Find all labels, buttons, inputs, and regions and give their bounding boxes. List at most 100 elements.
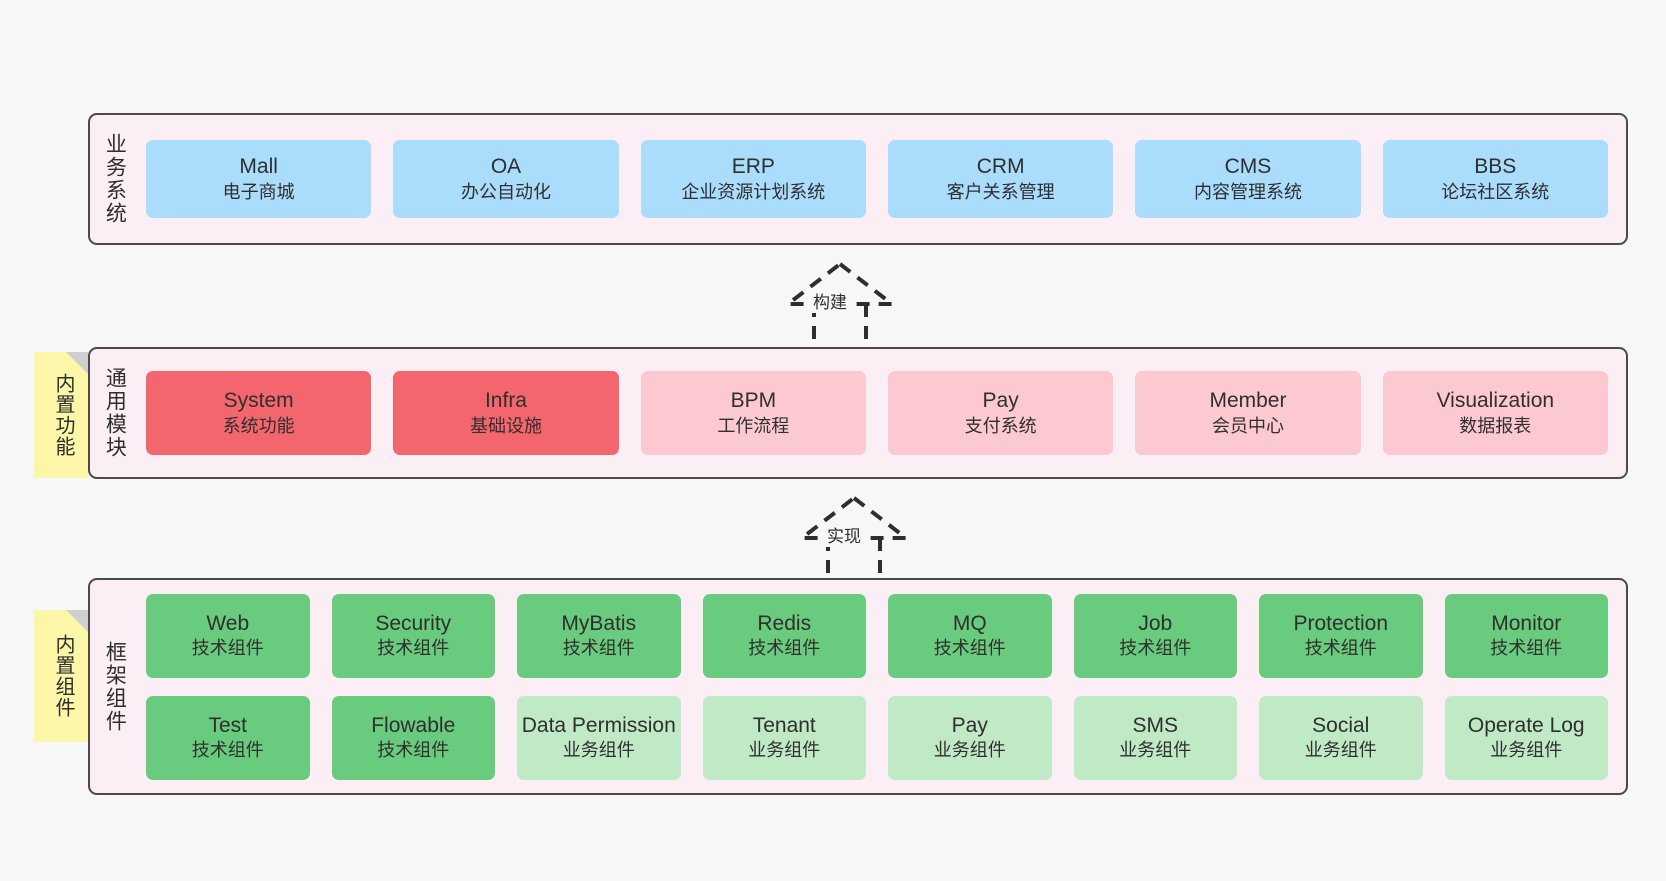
node-title: Data Permission (521, 713, 676, 737)
node-subtitle: 业务组件 (933, 740, 1006, 761)
node-redis[interactable]: Redis 技术组件 (702, 593, 866, 678)
node-title: SMS (1132, 713, 1178, 737)
node-title: Flowable (371, 713, 456, 737)
node-subtitle: 业务组件 (748, 740, 821, 761)
layer-body-business-systems: Mall 电子商城 OA 办公自动化 ERP 企业资源计划系统 CRM 客户关系… (138, 115, 1626, 243)
node-subtitle: 内容管理系统 (1193, 181, 1302, 202)
node-monitor[interactable]: Monitor 技术组件 (1444, 593, 1608, 678)
node-bpm[interactable]: BPM 工作流程 (640, 371, 866, 455)
node-title: Pay (982, 389, 1019, 413)
node-title: Monitor (1491, 611, 1562, 635)
layer-general-modules: 通用模块 System 系统功能 Infra 基础设施 BPM 工作流程 Pay… (88, 347, 1628, 479)
layer-framework-components: 框架组件 Web 技术组件 Security 技术组件 MyBatis 技术组件… (88, 578, 1628, 795)
node-security[interactable]: Security 技术组件 (331, 593, 495, 678)
node-subtitle: 办公自动化 (460, 181, 551, 202)
node-title: Security (375, 611, 452, 635)
sticky-note-label: 内置组件 (52, 634, 74, 718)
node-subtitle: 业务组件 (1490, 740, 1563, 761)
node-mall[interactable]: Mall 电子商城 (146, 140, 372, 218)
node-subtitle: 会员中心 (1211, 415, 1284, 436)
node-title: Social (1312, 713, 1370, 737)
connector-build: 构建 (752, 258, 912, 350)
node-subtitle: 数据报表 (1459, 415, 1532, 436)
layer-label-business-systems: 业务系统 (103, 133, 127, 225)
node-title: Job (1138, 611, 1173, 635)
node-subtitle: 工作流程 (717, 415, 790, 436)
node-sms[interactable]: SMS 业务组件 (1073, 695, 1237, 780)
node-operate-log[interactable]: Operate Log 业务组件 (1444, 695, 1608, 780)
node-protection[interactable]: Protection 技术组件 (1259, 593, 1423, 678)
node-title: Test (208, 713, 247, 737)
node-cms[interactable]: CMS 内容管理系统 (1135, 140, 1361, 218)
node-row: System 系统功能 Infra 基础设施 BPM 工作流程 Pay 支付系统… (146, 371, 1608, 455)
sticky-note-builtin-components: 内置组件 (34, 610, 88, 742)
layer-body-framework-components: Web 技术组件 Security 技术组件 MyBatis 技术组件 Redi… (138, 580, 1626, 793)
node-title: CRM (976, 155, 1025, 179)
node-title: Operate Log (1467, 713, 1585, 737)
node-job[interactable]: Job 技术组件 (1073, 593, 1237, 678)
node-flowable[interactable]: Flowable 技术组件 (331, 695, 495, 780)
node-subtitle: 支付系统 (964, 415, 1037, 436)
node-mq[interactable]: MQ 技术组件 (888, 593, 1052, 678)
node-subtitle: 技术组件 (562, 638, 635, 659)
layer-body-general-modules: System 系统功能 Infra 基础设施 BPM 工作流程 Pay 支付系统… (138, 349, 1626, 477)
node-subtitle: 技术组件 (1490, 638, 1563, 659)
node-subtitle: 论坛社区系统 (1441, 181, 1550, 202)
node-subtitle: 技术组件 (377, 740, 450, 761)
node-infra[interactable]: Infra 基础设施 (393, 371, 619, 455)
connector-implement-label: 实现 (824, 522, 864, 547)
layer-label-framework-components: 框架组件 (103, 640, 127, 733)
node-tenant[interactable]: Tenant 业务组件 (702, 695, 866, 780)
node-subtitle: 技术组件 (377, 638, 450, 659)
node-title: Visualization (1436, 389, 1555, 413)
node-oa[interactable]: OA 办公自动化 (393, 140, 619, 218)
node-title: Web (206, 611, 250, 635)
node-title: Protection (1293, 611, 1389, 635)
node-member[interactable]: Member 会员中心 (1135, 371, 1361, 455)
node-subtitle: 业务组件 (1119, 740, 1192, 761)
node-title: Infra (484, 389, 527, 413)
node-subtitle: 业务组件 (562, 740, 635, 761)
node-title: BPM (730, 389, 777, 413)
sticky-note-builtin-features: 内置功能 (34, 352, 88, 478)
node-subtitle: 系统功能 (222, 415, 295, 436)
node-subtitle: 技术组件 (1304, 638, 1377, 659)
node-subtitle: 技术组件 (1119, 638, 1192, 659)
node-mybatis[interactable]: MyBatis 技术组件 (517, 593, 681, 678)
node-subtitle: 业务组件 (1304, 740, 1377, 761)
node-subtitle: 技术组件 (191, 740, 264, 761)
node-web[interactable]: Web 技术组件 (146, 593, 310, 678)
node-pay-module[interactable]: Pay 支付系统 (887, 371, 1114, 455)
node-bbs[interactable]: BBS 论坛社区系统 (1382, 140, 1608, 218)
node-subtitle: 电子商城 (222, 181, 295, 202)
node-crm[interactable]: CRM 客户关系管理 (887, 140, 1114, 218)
node-erp[interactable]: ERP 企业资源计划系统 (640, 140, 866, 218)
node-title: ERP (731, 155, 775, 179)
node-visualization[interactable]: Visualization 数据报表 (1382, 371, 1608, 455)
sticky-note-label: 内置功能 (52, 373, 74, 457)
node-row: Mall 电子商城 OA 办公自动化 ERP 企业资源计划系统 CRM 客户关系… (146, 140, 1608, 218)
node-subtitle: 基础设施 (469, 415, 542, 436)
node-title: CMS (1224, 155, 1272, 179)
node-system[interactable]: System 系统功能 (146, 371, 372, 455)
node-title: MyBatis (561, 611, 637, 635)
node-data-permission[interactable]: Data Permission 业务组件 (517, 695, 681, 780)
node-title: Member (1209, 389, 1287, 413)
node-pay-component[interactable]: Pay 业务组件 (888, 695, 1052, 780)
node-subtitle: 技术组件 (933, 638, 1006, 659)
node-row: Web 技术组件 Security 技术组件 MyBatis 技术组件 Redi… (146, 593, 1608, 678)
connector-build-label: 构建 (810, 288, 850, 313)
node-social[interactable]: Social 业务组件 (1259, 695, 1423, 780)
node-title: Tenant (752, 713, 816, 737)
node-subtitle: 企业资源计划系统 (681, 181, 826, 202)
node-title: Pay (951, 713, 988, 737)
layer-label-general-modules: 通用模块 (103, 367, 127, 459)
node-title: BBS (1474, 155, 1517, 179)
node-row: Test 技术组件 Flowable 技术组件 Data Permission … (146, 695, 1608, 780)
node-title: System (223, 389, 294, 413)
node-title: OA (490, 155, 522, 179)
node-title: Redis (757, 611, 812, 635)
node-test[interactable]: Test 技术组件 (146, 695, 310, 780)
layer-business-systems: 业务系统 Mall 电子商城 OA 办公自动化 ERP 企业资源计划系统 CRM… (88, 113, 1628, 245)
